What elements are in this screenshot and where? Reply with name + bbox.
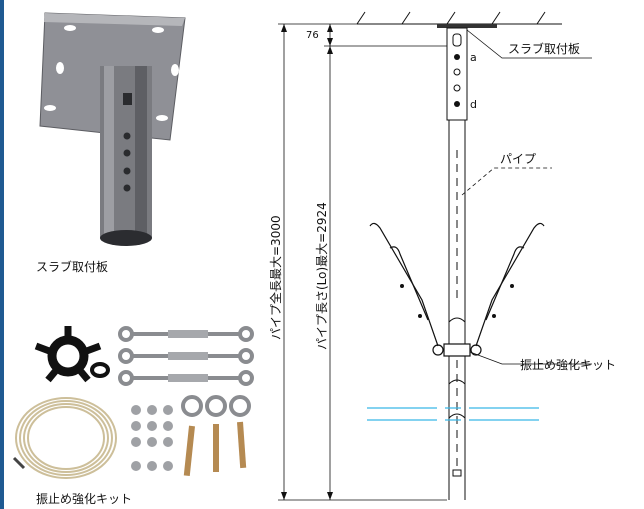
technical-drawing: 76 パイプ全長最大=3000 パイプ長さ(Lo)最大=2924 a d	[268, 11, 616, 501]
dim-pipe-label: パイプ長さ(Lo)最大=2924	[315, 202, 329, 350]
callout-kit-label: 振止め強化キット	[520, 358, 616, 372]
clamp-ring	[34, 326, 110, 383]
callout-pipe-label: パイプ	[500, 152, 536, 166]
eye-bolts	[181, 395, 251, 477]
hole-d-label: d	[470, 98, 477, 111]
kit-photo	[12, 326, 254, 479]
dim-top-label: 76	[306, 30, 319, 41]
sway-brace-kit	[369, 222, 545, 357]
callout-slab-label: スラブ取付板	[508, 41, 580, 56]
slab-plate-photo	[39, 12, 186, 246]
slab-plate-photo-label: スラブ取付板	[36, 260, 109, 274]
turnbuckles	[118, 326, 254, 386]
wire-clips	[131, 405, 173, 471]
dim-total-label: パイプ全長最大=3000	[268, 215, 283, 340]
hole-a-label: a	[470, 51, 477, 64]
wire-coil	[15, 397, 117, 479]
kit-photo-label: 振止め強化キット	[36, 492, 133, 506]
